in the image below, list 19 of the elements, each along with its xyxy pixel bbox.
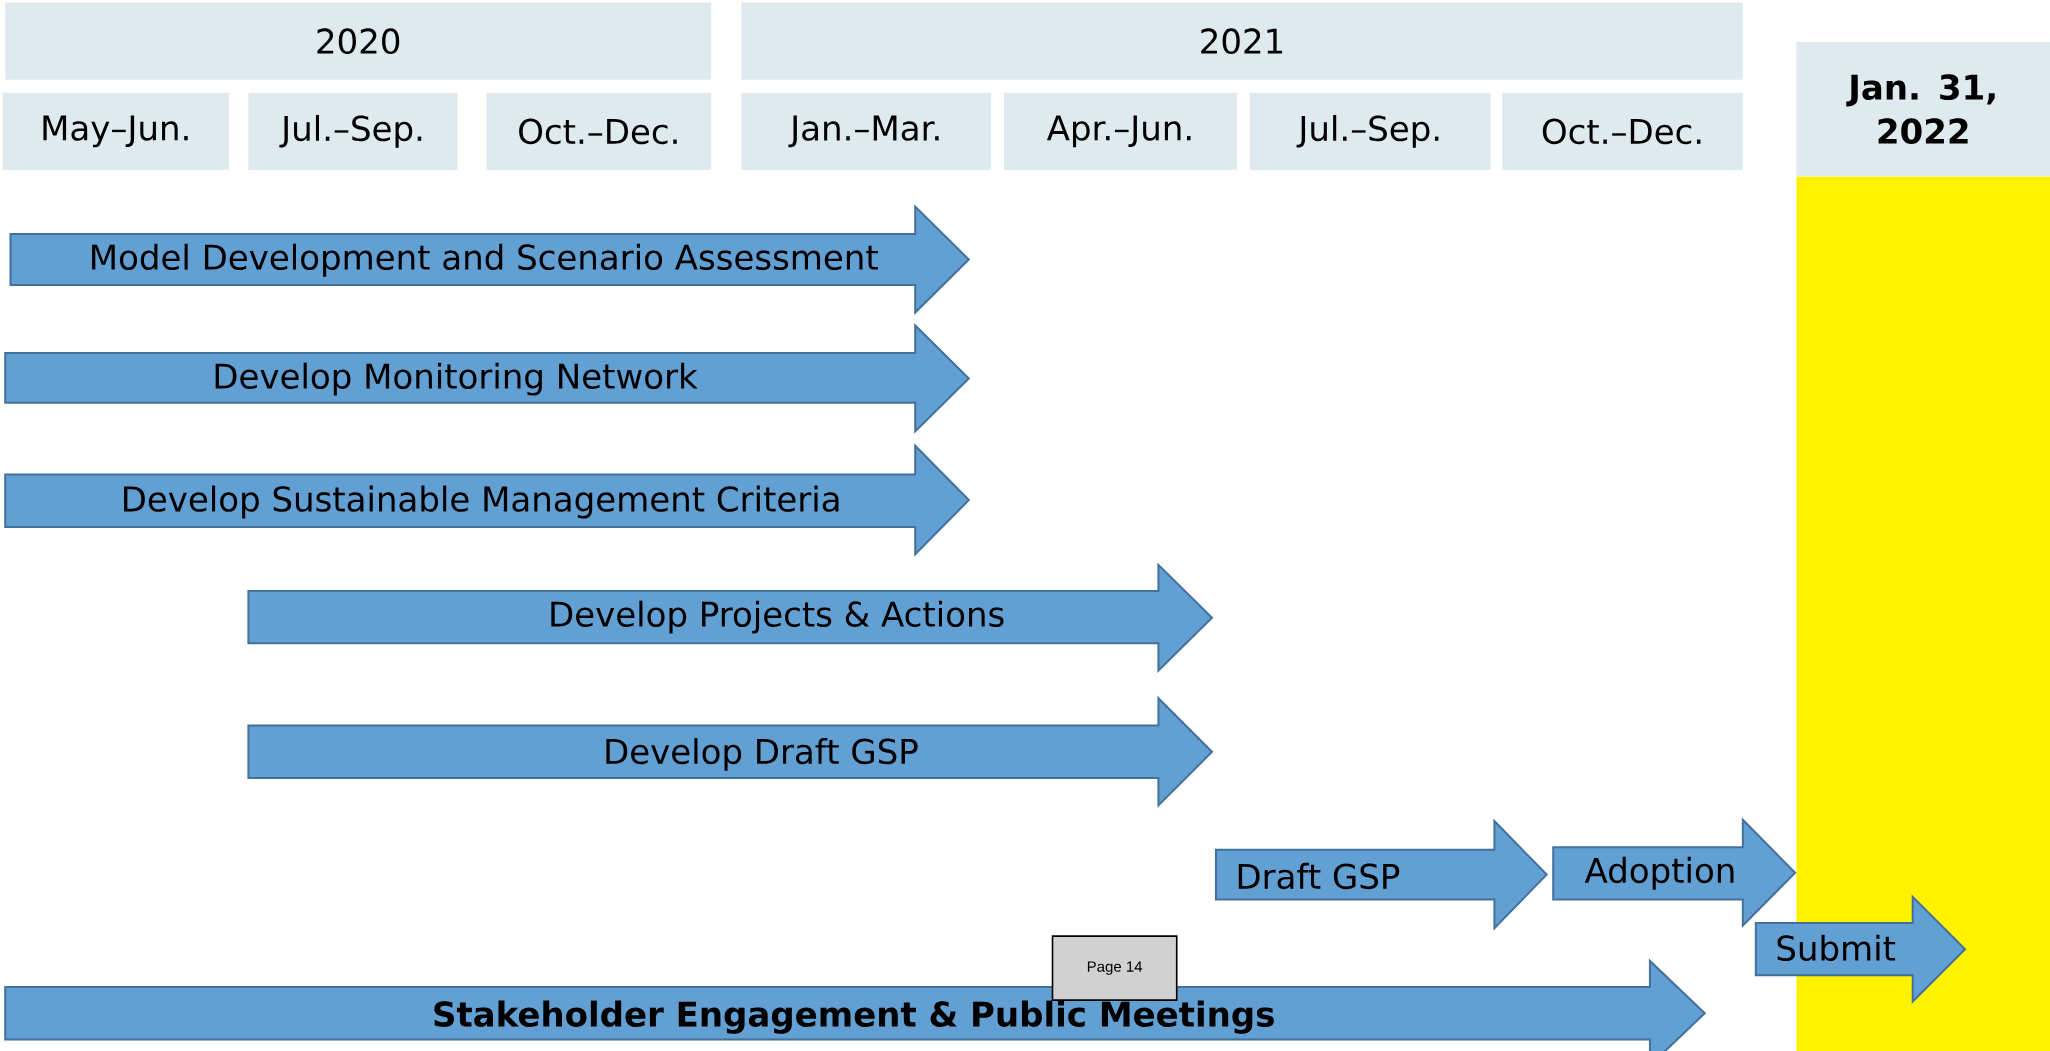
timeline-bar: Submit [1754,894,1967,1004]
timeline-bar: Develop Sustainable Management Criteria [4,443,971,557]
timeline-bar: Develop Monitoring Network [4,323,971,434]
page-label: Page 14 [1051,935,1178,1001]
header-cell: May–Jun. [2,92,229,170]
header-cell: 2020 [5,2,712,80]
header-cell: Jan.–Mar. [741,92,992,170]
timeline-bar: Model Development and Scenario Assessment [9,204,971,315]
header-cell: Oct.–Dec. [1502,92,1743,170]
header-cell: Jul.–Sep. [1249,92,1491,170]
header-cell: Oct.–Dec. [486,92,712,170]
timeline-bar: Develop Draft GSP [247,695,1214,808]
header-cell: 2021 [741,2,1743,80]
timeline-bar: Draft GSP [1214,818,1549,931]
deadline-header: Jan. 31, 2022 [1796,41,2050,177]
header-cell: Jul.–Sep. [248,92,458,170]
timeline-bar: Develop Projects & Actions [247,562,1214,674]
timeline-bar: Adoption [1552,817,1797,929]
header-cell: Apr.–Jun. [1004,92,1237,170]
